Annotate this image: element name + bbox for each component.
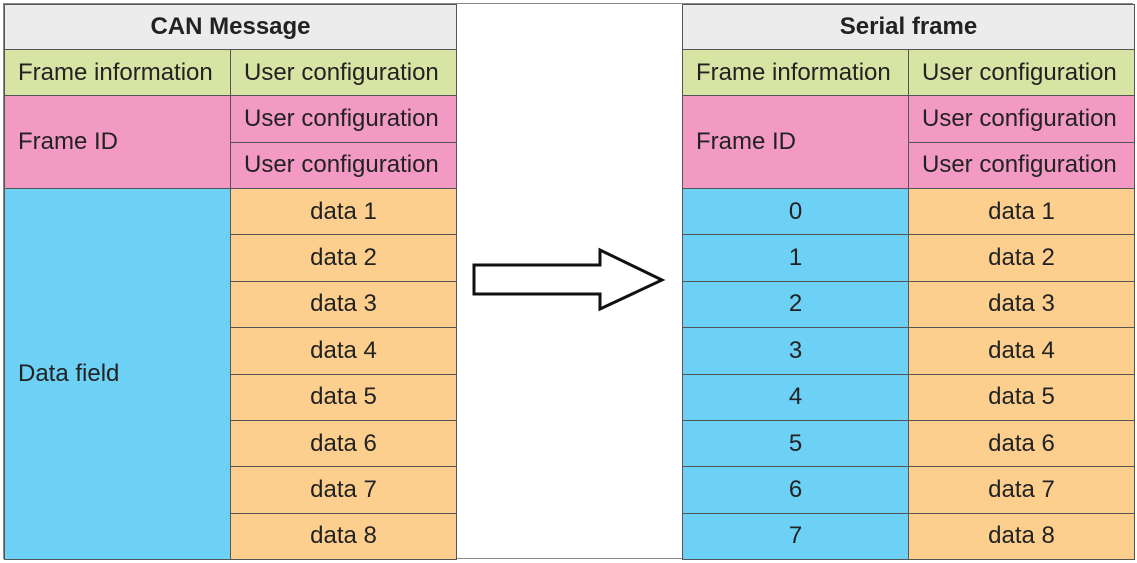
left-data-cell: data 5 — [230, 373, 457, 421]
left-user-config: User configuration — [230, 95, 457, 143]
left-data-cell: data 4 — [230, 327, 457, 375]
right-data-cell: data 3 — [908, 280, 1135, 329]
left-data-cell: data 6 — [230, 419, 457, 468]
right-data-cell: data 6 — [908, 419, 1135, 468]
right-byte-index: 3 — [682, 327, 909, 375]
right-user-config: User configuration — [908, 95, 1135, 143]
right-data-cell: data 8 — [908, 512, 1135, 560]
right-data-cell: data 5 — [908, 373, 1135, 421]
left-data-cell: data 3 — [230, 280, 457, 329]
left-data-cell: data 1 — [230, 188, 457, 236]
left-user-config: User configuration — [230, 49, 457, 97]
right-user-config: User configuration — [908, 49, 1135, 97]
left-frame-id: Frame ID — [4, 95, 231, 190]
right-data-cell: data 2 — [908, 234, 1135, 282]
right-byte-index: 6 — [682, 466, 909, 514]
right-byte-index: 0 — [682, 188, 909, 236]
right-frame-id: Frame ID — [682, 95, 909, 190]
left-data-field: Data field — [4, 188, 231, 560]
right-byte-index: 1 — [682, 234, 909, 282]
right-byte-index: 4 — [682, 373, 909, 421]
right-user-config: User configuration — [908, 141, 1135, 190]
right-byte-index: 7 — [682, 512, 909, 560]
left-user-config: User configuration — [230, 141, 457, 190]
left-data-cell: data 8 — [230, 512, 457, 560]
right-data-cell: data 7 — [908, 466, 1135, 514]
